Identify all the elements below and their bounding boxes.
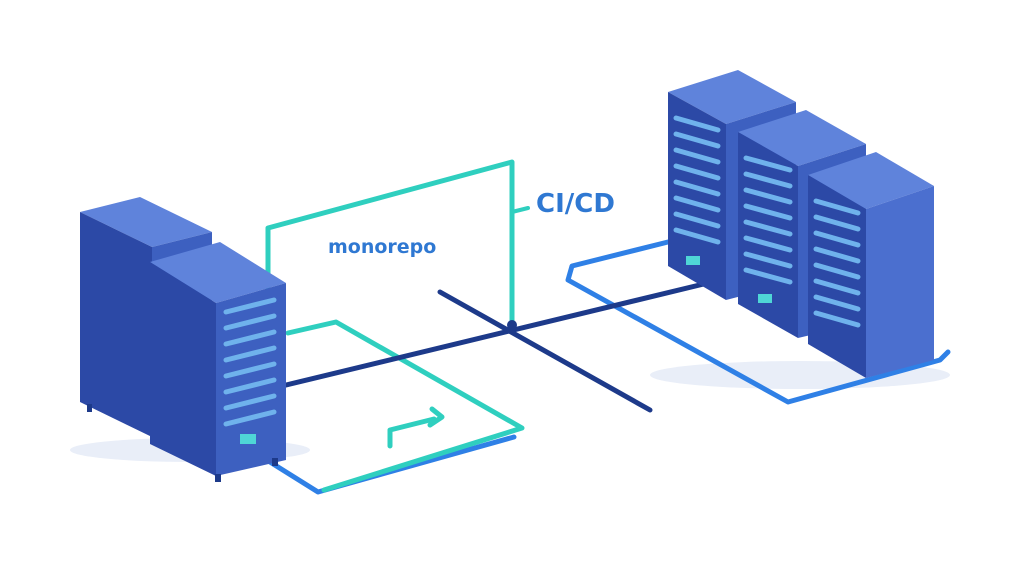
server-vents [673,115,721,245]
server-vents [743,155,793,285]
teal-floor-pad [285,319,525,493]
pipeline-line [279,279,715,389]
cicd-label: CI/CD [536,189,615,219]
server-rack-icon [808,152,934,378]
cicd-tick [510,206,530,214]
corner-arrow-icon [387,416,437,449]
server-vents [813,198,861,328]
monorepo-panel [265,159,515,328]
status-light [240,434,256,444]
monorepo-label: monorepo [328,236,436,258]
right-blue-loop [565,239,951,405]
pipeline-junction [507,320,517,330]
server-rack-icon [150,242,286,482]
server-vents [223,297,277,427]
left-blue-loop [267,434,517,495]
pipeline-cross-line [437,289,653,413]
corner-arrow-head [427,406,445,428]
